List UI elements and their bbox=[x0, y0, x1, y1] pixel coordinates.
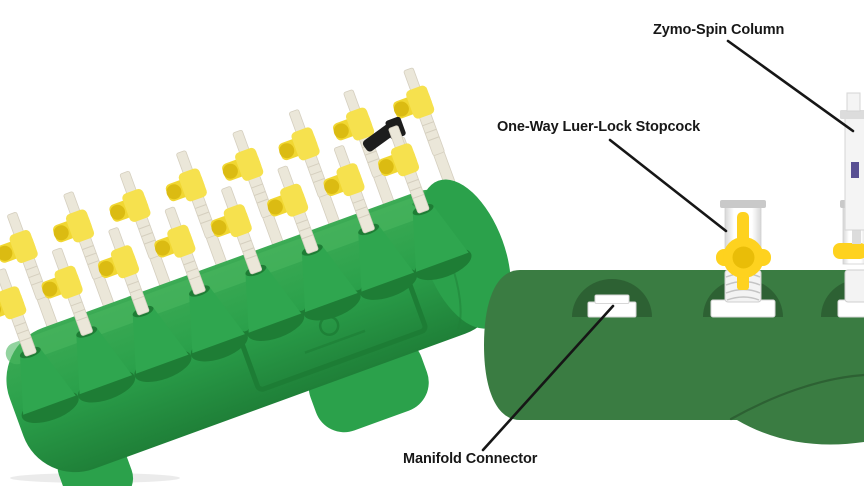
manifold-body-highlight bbox=[5, 187, 453, 365]
column-label-band bbox=[851, 162, 859, 178]
stopcock-base bbox=[837, 299, 864, 318]
leader-line-spin-column bbox=[726, 39, 855, 133]
stopcock-handle bbox=[716, 212, 771, 290]
label-zymo-spin-column: Zymo-Spin Column bbox=[653, 22, 785, 38]
manifold-diagram bbox=[481, 39, 864, 452]
stopcock-cap bbox=[720, 200, 766, 208]
label-one-way-luer-lock-stopcock: One-Way Luer-Lock Stopcock bbox=[497, 119, 701, 135]
leader-line-stopcock bbox=[608, 138, 728, 233]
stopcock-base bbox=[710, 299, 776, 318]
stopcock-handle-arm bbox=[833, 243, 864, 259]
label-manifold-connector: Manifold Connector bbox=[403, 451, 538, 467]
manifold-connector bbox=[587, 294, 637, 318]
one-way-stopcock bbox=[710, 200, 776, 318]
zymo-spin-column bbox=[840, 92, 864, 244]
leader-line-connector bbox=[481, 304, 615, 452]
manifold-photo bbox=[0, 59, 511, 486]
diagram-foot-crease bbox=[729, 373, 864, 421]
diagram-body bbox=[484, 270, 864, 420]
diagram-foot bbox=[737, 420, 864, 445]
